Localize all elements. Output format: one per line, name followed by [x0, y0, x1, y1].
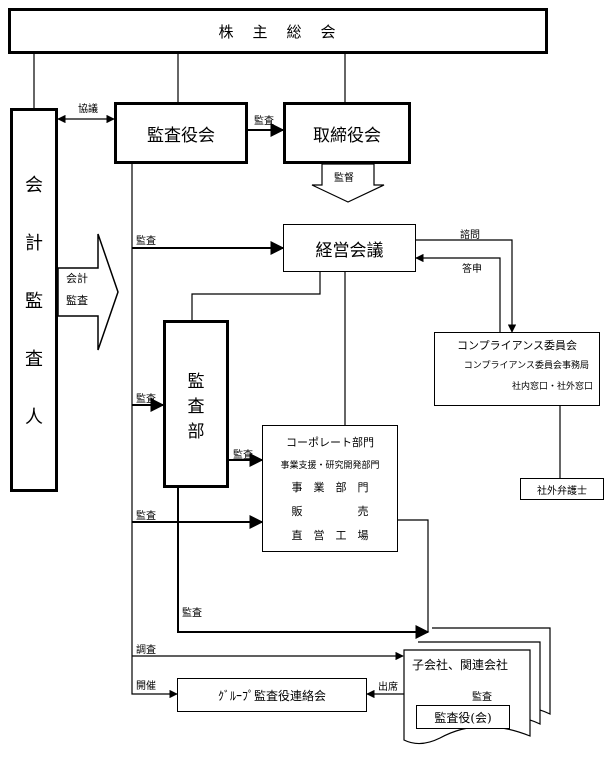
- outside-lawyer-label: 社外弁護士: [537, 485, 587, 497]
- group-auditor-meeting-box: ｸﾞﾙｰﾌﾟ監査役連絡会: [177, 678, 367, 712]
- audit-label-board: 監査: [254, 116, 274, 127]
- divisions-box: コーポレート部門 事業支援・研究開発部門 事 業 部 門 販 売 直 営 工 場: [262, 425, 398, 552]
- management-meeting-label: 経営会議: [315, 240, 384, 261]
- auditors-board-label: 監査役会: [147, 125, 215, 146]
- board-of-directors-box: 取締役会: [283, 102, 411, 164]
- audit-department-char: 査: [187, 396, 205, 417]
- accounting-audit-label-1: 会計: [66, 272, 88, 285]
- accounting-auditor-char: 会: [25, 175, 43, 196]
- report-label: 答申: [462, 264, 482, 275]
- inquire-label: 諮問: [460, 230, 480, 241]
- audit-label-sub-auditor: 監査: [472, 692, 492, 703]
- accounting-audit-label-2: 監査: [66, 294, 88, 307]
- division-item: 販 売: [291, 505, 369, 518]
- audit-department-char: 監: [187, 371, 205, 392]
- subsidiary-auditor-box: 監査役(会): [416, 705, 510, 729]
- compliance-window-label: 社内窓口・社外窓口: [511, 382, 593, 392]
- audit-label-subsidiaries: 監査: [182, 608, 202, 619]
- audit-department-char: 部: [187, 421, 205, 442]
- division-item: コーポレート部門: [286, 436, 374, 449]
- compliance-committee-title: コンプライアンス委員会: [456, 339, 577, 352]
- shareholders-meeting-box: 株 主 総 会: [8, 8, 548, 54]
- shareholders-meeting-label: 株 主 総 会: [218, 22, 338, 41]
- accounting-auditor-char: 人: [25, 407, 43, 428]
- subsidiaries-label: 子会社、関連会社: [412, 658, 509, 672]
- subsidiary-auditor-label: 監査役(会): [434, 710, 492, 725]
- compliance-office-label: コンプライアンス委員会事務局: [463, 361, 589, 371]
- accounting-auditor-box: 会 計 監 査 人: [10, 108, 58, 492]
- board-of-directors-label: 取締役会: [313, 125, 381, 146]
- investigate-label: 調査: [136, 645, 156, 656]
- attend-label: 出席: [378, 682, 398, 693]
- division-item: 直 営 工 場: [291, 529, 369, 542]
- audit-department-box: 監 査 部: [163, 320, 229, 488]
- management-meeting-box: 経営会議: [283, 224, 416, 272]
- audit-label-divisions: 監査: [136, 511, 156, 522]
- accounting-auditor-char: 計: [25, 233, 43, 254]
- outside-lawyer-box: 社外弁護士: [520, 478, 604, 500]
- accounting-auditor-char: 査: [25, 349, 43, 370]
- audit-label-divisions-from-dept: 監査: [233, 450, 253, 461]
- consult-label: 協議: [78, 104, 98, 115]
- division-item: 事業支援・研究開発部門: [280, 461, 380, 471]
- hold-label: 開催: [136, 681, 156, 692]
- group-auditor-meeting-label: ｸﾞﾙｰﾌﾟ監査役連絡会: [217, 688, 326, 703]
- auditors-board-box: 監査役会: [114, 102, 248, 164]
- audit-label-mgmt: 監査: [136, 236, 156, 247]
- accounting-auditor-char: 監: [25, 291, 43, 312]
- compliance-committee-box: コンプライアンス委員会 コンプライアンス委員会事務局 社内窓口・社外窓口: [434, 332, 600, 406]
- division-item: 事 業 部 門: [291, 481, 369, 494]
- supervise-label: 監督: [334, 173, 354, 184]
- audit-label-dept: 監査: [136, 394, 156, 405]
